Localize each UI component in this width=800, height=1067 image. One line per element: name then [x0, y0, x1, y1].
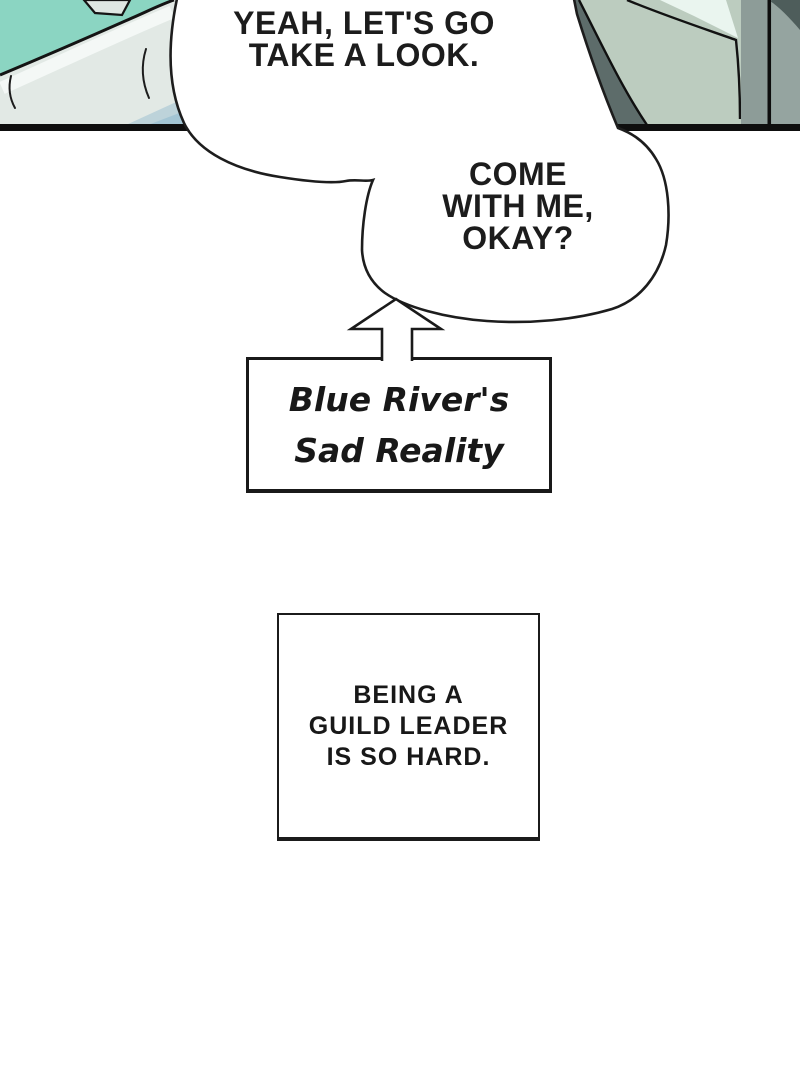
shoulder-outline — [0, 0, 175, 77]
garment-vertical-line — [767, 0, 771, 125]
sleeve-seam-left — [8, 75, 16, 109]
speech-bubble — [169, 0, 670, 324]
narration-line: IS SO HARD. — [326, 742, 491, 771]
garment-seam-right — [626, 0, 742, 120]
shoulder-highlight-art — [0, 6, 175, 94]
speech-line: WITH ME, — [442, 188, 594, 224]
speech-bubble-shape — [169, 0, 670, 324]
speech-text-bottom: COME WITH ME, OKAY? — [442, 158, 594, 254]
narration-line: BEING A — [353, 680, 464, 709]
speech-line: TAKE A LOOK. — [248, 37, 480, 73]
speech-line: COME — [469, 156, 567, 192]
dark-fold-outline — [577, 0, 648, 126]
caption-line: Blue River's — [288, 379, 510, 419]
sleeve-seam-mid — [141, 48, 150, 99]
caption-line: Sad Reality — [294, 430, 504, 470]
speech-text-top: YEAH, LET'S GO TAKE A LOOK. — [233, 7, 495, 71]
dark-corner-art — [770, 0, 800, 30]
collar-tip-art — [82, 0, 132, 17]
up-arrow-shape — [346, 297, 446, 361]
speech-line: YEAH, LET'S GO — [233, 5, 495, 41]
mint-highlight-art — [660, 0, 738, 38]
caption-box: Blue River's Sad Reality — [246, 357, 552, 493]
speech-line: OKAY? — [462, 220, 574, 256]
up-arrow-icon — [346, 297, 446, 361]
narration-line: GUILD LEADER — [308, 711, 509, 740]
narration-box: BEING A GUILD LEADER IS SO HARD. — [277, 613, 540, 841]
